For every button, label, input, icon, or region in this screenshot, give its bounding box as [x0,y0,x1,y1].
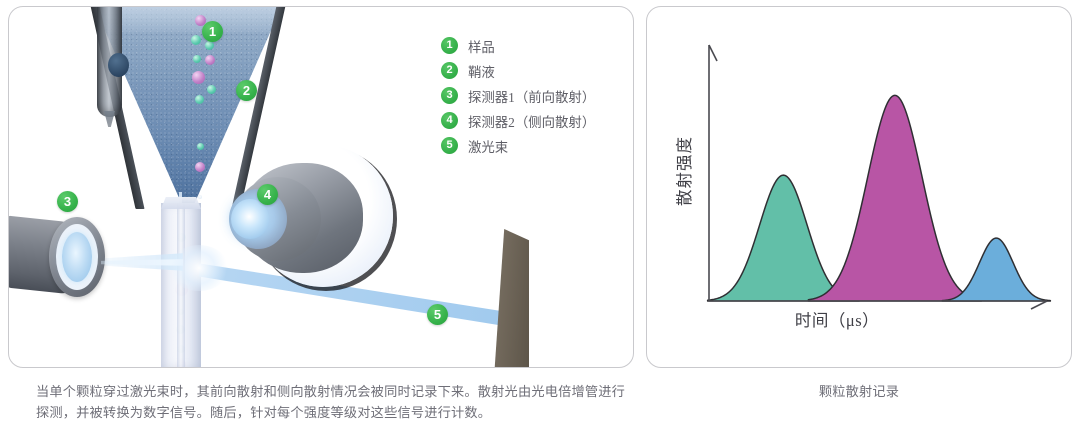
marker-sample[interactable]: 1 [202,21,223,42]
side-scatter-detector [229,141,393,293]
legend-label-2: 鞘液 [468,64,495,80]
particle [195,15,206,26]
peak-3 [941,237,1052,302]
legend-item-detector-1[interactable]: 3 探测器1（前向散射） [441,83,631,108]
legend: 1 样品 2 鞘液 3 探测器1（前向散射） 4 探测器2（侧向散射） 5 [441,33,631,158]
y-axis-arrow [708,44,718,62]
particle [205,55,215,65]
y-axis-label: 散射强度 [675,136,694,206]
particle [205,41,214,50]
legend-label-3: 探测器1（前向散射） [468,89,596,105]
legend-label-5: 激光束 [468,139,509,155]
particle [191,35,201,45]
particle [195,95,204,104]
marker-detector-2[interactable]: 4 [257,184,278,205]
legend-badge-2: 2 [441,62,458,79]
beam-shaping-element [108,53,129,77]
particle [207,85,216,94]
laser-beam-core [101,259,183,266]
legend-item-laser-beam[interactable]: 5 激光束 [441,133,631,158]
legend-badge-1: 1 [441,37,458,54]
sheath-fluid-surface [91,7,285,32]
right-panel-caption: 颗粒散射记录 [818,384,900,399]
particle [197,143,204,150]
particle [198,195,202,199]
scatter-glow [169,245,229,291]
left-panel-caption: 当单个颗粒穿过激光束时，其前向散射和侧向散射情况会被同时记录下来。散射光由光电倍… [36,384,626,420]
flow-cell-top [161,197,201,209]
particle [195,162,205,172]
legend-item-detector-2[interactable]: 4 探测器2（侧向散射） [441,108,631,133]
marker-detector-1[interactable]: 3 [57,191,78,212]
laser-lens [62,232,92,282]
sample-injector-tip [104,111,115,127]
chart-svg [706,44,1052,310]
flow-cytometer-illustration-panel: 1 2 3 4 5 1 样品 2 鞘液 3 探测器1（前向散射） [8,6,634,368]
marker-laser-beam[interactable]: 5 [427,304,448,325]
x-axis-arrow [1030,300,1048,310]
peak-2 [807,94,983,302]
particle [193,55,201,63]
scatter-record-chart-panel: 散射强度 时间（μs） [646,6,1072,368]
scatter-record-chart: 散射强度 时间（μs） [647,7,1071,367]
legend-badge-5: 5 [441,137,458,154]
legend-item-sheath-fluid[interactable]: 2 鞘液 [441,58,631,83]
detector-lens [231,199,269,239]
legend-item-sample[interactable]: 1 样品 [441,33,631,58]
peak-series-group [706,94,1052,302]
legend-label-1: 样品 [468,39,495,55]
marker-sheath-fluid[interactable]: 2 [236,80,257,101]
legend-badge-4: 4 [441,112,458,129]
particle [192,71,205,84]
sheath-chamber [87,7,289,209]
legend-label-4: 探测器2（侧向散射） [468,114,596,130]
legend-badge-3: 3 [441,87,458,104]
beam-stop [494,229,529,367]
x-axis-label: 时间（μs） [794,311,880,330]
flow-cytometer-illustration: 1 2 3 4 5 1 样品 2 鞘液 3 探测器1（前向散射） [9,7,633,367]
laser-source-assembly [9,211,109,303]
